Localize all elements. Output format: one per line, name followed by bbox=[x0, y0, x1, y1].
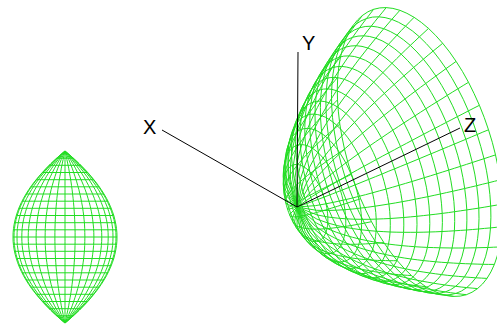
lens-parallel bbox=[49, 165, 81, 166]
lens-parallel bbox=[36, 179, 94, 180]
lens-parallel bbox=[22, 201, 108, 202]
meridian-line bbox=[297, 207, 497, 248]
meridian-line bbox=[297, 61, 456, 207]
lens-parallel bbox=[13, 244, 116, 245]
meridian-line bbox=[297, 207, 397, 261]
lens-parallel bbox=[57, 315, 74, 316]
parallel-line bbox=[320, 36, 467, 292]
lens-parallel bbox=[13, 237, 117, 238]
lens-wireframe bbox=[13, 151, 117, 323]
lens-parallel bbox=[31, 186, 100, 187]
lens-parallel bbox=[26, 194, 104, 195]
meridian-line bbox=[295, 8, 386, 207]
lens-parallel bbox=[42, 172, 88, 173]
lens-parallel bbox=[19, 265, 111, 266]
meridian-line bbox=[297, 130, 489, 207]
lens-parallel bbox=[31, 287, 100, 288]
y-axis bbox=[297, 52, 298, 207]
parallel-line bbox=[326, 26, 479, 293]
meridian-line bbox=[297, 10, 400, 207]
meridian-line bbox=[297, 180, 497, 211]
lens-parallel bbox=[26, 280, 104, 281]
z-axis bbox=[297, 128, 460, 207]
lens-parallel bbox=[36, 294, 94, 295]
lens-parallel bbox=[42, 301, 88, 302]
lens-parallel bbox=[14, 251, 115, 252]
meridian-line bbox=[297, 207, 454, 296]
meridian-line bbox=[297, 28, 429, 207]
meridian-line bbox=[297, 105, 479, 207]
lens-parallel bbox=[13, 229, 116, 230]
lens-parallel bbox=[16, 215, 114, 216]
meridian-line bbox=[295, 207, 384, 244]
lens-parallel bbox=[22, 272, 108, 273]
lens-parallel bbox=[57, 158, 74, 159]
lens-parallel bbox=[19, 208, 111, 209]
x-axis-label: X bbox=[143, 116, 156, 138]
lens-parallel bbox=[14, 222, 115, 223]
lens-parallel bbox=[49, 308, 81, 309]
meridian-line bbox=[297, 43, 443, 207]
z-axis-label: Z bbox=[464, 114, 476, 136]
meridian-line bbox=[292, 207, 371, 229]
meridian-line bbox=[297, 204, 497, 219]
x-axis bbox=[162, 130, 297, 207]
meridian-line bbox=[297, 207, 426, 287]
meridian-line bbox=[297, 82, 469, 207]
meridian-line bbox=[297, 207, 412, 276]
meridian-line bbox=[297, 207, 440, 294]
paraboloid-wireframe bbox=[283, 8, 497, 297]
meridian-line bbox=[297, 155, 496, 207]
parallel-line bbox=[315, 46, 455, 290]
meridian-line bbox=[297, 207, 478, 289]
lens-parallel bbox=[16, 258, 114, 259]
y-axis-label: Y bbox=[302, 32, 315, 54]
